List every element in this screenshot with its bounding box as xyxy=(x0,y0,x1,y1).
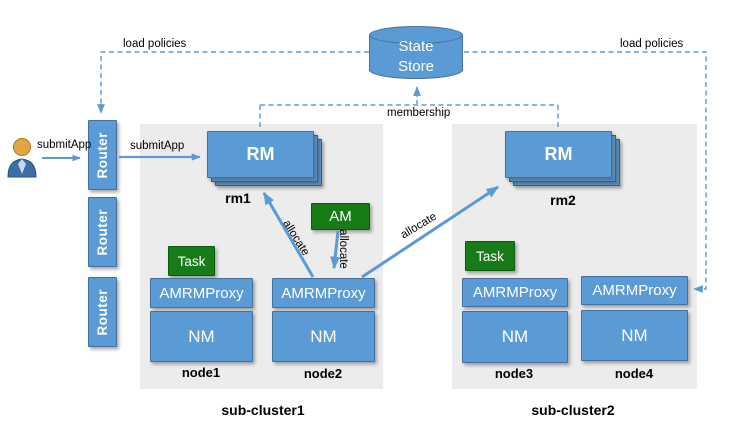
node4-nm-box: NM xyxy=(581,310,688,361)
router-3-label: Router xyxy=(95,288,110,336)
node2-am-box: AM xyxy=(311,203,370,230)
router-1-label: Router xyxy=(95,131,110,179)
router-box-3: Router xyxy=(88,277,117,347)
state-store-label: State Store xyxy=(369,37,463,77)
rm2-label: rm2 xyxy=(550,192,576,208)
rm1-label: rm1 xyxy=(225,190,251,206)
rm1-box: RM xyxy=(207,131,314,178)
router-box-2: Router xyxy=(88,197,117,267)
node3-task-box: Task xyxy=(465,241,515,271)
node1-amrmproxy-box: AMRMProxy xyxy=(150,278,253,308)
state-store-line2: Store xyxy=(398,58,434,75)
node1-label: node1 xyxy=(181,365,221,380)
allocate-rm2-label: allocate xyxy=(398,210,439,242)
allocate-am-label: allocate xyxy=(336,229,349,269)
node3-amrmproxy-box: AMRMProxy xyxy=(462,278,568,307)
user-person-icon xyxy=(7,138,37,178)
submitapp-user-label: submitApp xyxy=(37,139,92,151)
submitapp-router-label: submitApp xyxy=(130,140,185,152)
node2-label: node2 xyxy=(303,366,343,381)
router-2-label: Router xyxy=(95,208,110,256)
load-policies-right-label: load policies xyxy=(620,38,684,50)
node1-nm-box: NM xyxy=(150,311,253,362)
node3-label: node3 xyxy=(494,366,534,381)
sub-cluster2-label: sub-cluster2 xyxy=(531,402,615,418)
router-box-1: Router xyxy=(88,120,117,190)
rm2-box: RM xyxy=(505,131,612,178)
database-cylinder-top xyxy=(369,26,463,44)
node2-amrmproxy-box: AMRMProxy xyxy=(272,278,375,308)
node1-task-box: Task xyxy=(168,246,215,276)
node3-nm-box: NM xyxy=(462,311,568,363)
node2-nm-box: NM xyxy=(272,311,375,362)
load-policies-left-label: load policies xyxy=(123,38,187,50)
state-store-line1: State xyxy=(398,38,434,55)
membership-label: membership xyxy=(387,107,451,119)
node4-amrmproxy-box: AMRMProxy xyxy=(581,276,688,305)
sub-cluster1-label: sub-cluster1 xyxy=(221,402,305,418)
node4-label: node4 xyxy=(614,366,654,381)
load-policies-left-connector xyxy=(97,51,369,114)
